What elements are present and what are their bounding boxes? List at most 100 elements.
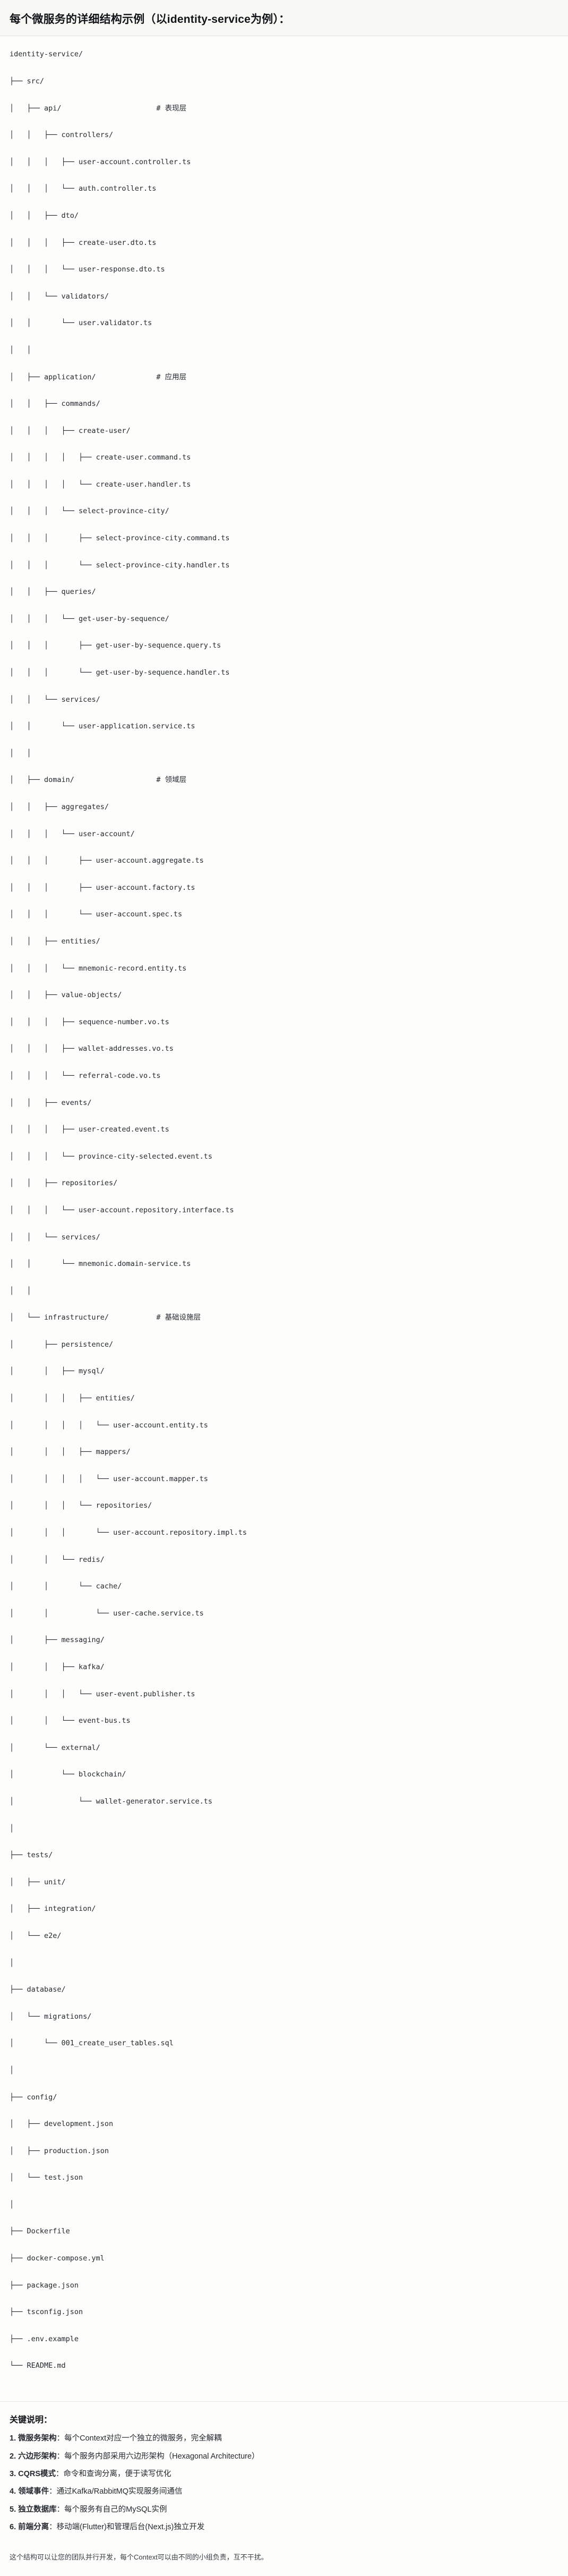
tree-file-name: test.json xyxy=(44,2173,83,2182)
tree-folder-name: mappers/ xyxy=(96,1448,131,1457)
tree-branch-glyph: │ │ ├── xyxy=(10,1663,79,1672)
tree-branch-glyph: ├── xyxy=(10,2281,27,2290)
tree-branch-glyph: │ │ │ └── xyxy=(10,1071,79,1080)
tree-branch-glyph: │ │ │ │ ├── xyxy=(10,453,96,462)
key-note-body: ：每个服务内部采用六边形架构（Hexagonal Architecture） xyxy=(56,2452,260,2461)
tree-line: │ │ ├── aggregates/ xyxy=(10,801,558,814)
tree-branch-glyph: │ └── xyxy=(10,2012,45,2021)
tree-branch-glyph: │ │ │ └── xyxy=(10,1689,96,1698)
key-note-term: 领域事件 xyxy=(18,2487,49,2496)
tree-file-name: README.md xyxy=(27,2361,66,2370)
tree-line: ├── package.json xyxy=(10,2279,558,2292)
tree-folder-name: create-user/ xyxy=(79,426,131,435)
tree-line: │ │ │ ├── wallet-addresses.vo.ts xyxy=(10,1042,558,1056)
tree-file-name: user-account.controller.ts xyxy=(79,157,191,166)
tree-file-name: create-user.command.ts xyxy=(96,453,191,462)
tree-layer-comment: # 应用层 xyxy=(156,372,187,381)
tree-folder-name: repositories/ xyxy=(96,1501,152,1510)
tree-folder-name: commands/ xyxy=(61,399,100,409)
tree-branch-glyph: ├── xyxy=(10,2254,27,2263)
tree-line: │ ├── production.json xyxy=(10,2145,558,2158)
key-note-item: 1. 微服务架构：每个Context对应一个独立的微服务，完全解耦 xyxy=(10,2433,558,2444)
tree-folder-name: value-objects/ xyxy=(61,991,122,1000)
tree-line: │ └── 001_create_user_tables.sql xyxy=(10,2037,558,2050)
tree-branch-glyph: │ ├── xyxy=(10,1877,45,1886)
tree-branch-glyph: │ │ │ └── xyxy=(10,668,96,677)
tree-folder-name: database/ xyxy=(27,1985,66,1994)
directory-tree-block: identity-service/ ├── src/ │ ├── api/ # … xyxy=(0,36,568,2392)
tree-line: └── README.md xyxy=(10,2359,558,2373)
tree-folder-name: mysql/ xyxy=(79,1367,105,1376)
tree-branch-glyph: │ │ └── xyxy=(10,695,62,704)
tree-file-name: create-user.dto.ts xyxy=(79,238,157,247)
tree-line: │ │ └── user-cache.service.ts xyxy=(10,1607,558,1620)
tree-folder-name: kafka/ xyxy=(79,1663,105,1672)
tree-file-name: 001_create_user_tables.sql xyxy=(61,2039,174,2048)
tree-line: │ │ │ └── user-account/ xyxy=(10,828,558,841)
key-note-term: 前端分离 xyxy=(18,2523,49,2532)
tree-file-name: province-city-selected.event.ts xyxy=(79,1152,213,1161)
tree-file-name: user-account.spec.ts xyxy=(96,910,183,919)
tree-folder-name: services/ xyxy=(61,1232,100,1242)
tree-line: │ │ │ ├── user-account.aggregate.ts xyxy=(10,854,558,868)
tree-line: ├── config/ xyxy=(10,2091,558,2104)
tree-branch-glyph: │ │ │ └── xyxy=(10,1152,79,1161)
tree-line: │ │ │ └── select-province-city/ xyxy=(10,505,558,518)
tree-file-name: tsconfig.json xyxy=(27,2308,83,2317)
tree-folder-name: get-user-by-sequence/ xyxy=(79,614,169,623)
tree-branch-glyph: │ │ │ ├── xyxy=(10,856,96,865)
tree-file-name: user-event.publisher.ts xyxy=(96,1689,195,1698)
tree-line: │ │ ├── kafka/ xyxy=(10,1661,558,1674)
tree-file-name: referral-code.vo.ts xyxy=(79,1071,161,1080)
tree-branch-glyph: │ │ │ ├── xyxy=(10,1448,96,1457)
tree-folder-name: entities/ xyxy=(96,1394,135,1403)
tree-file-name: Dockerfile xyxy=(27,2227,70,2236)
tree-file-name: user-account.repository.impl.ts xyxy=(113,1528,247,1537)
tree-file-name: user-cache.service.ts xyxy=(113,1609,204,1618)
tree-file-name: create-user.handler.ts xyxy=(96,480,191,489)
tree-line: │ └── migrations/ xyxy=(10,2010,558,2024)
tree-line: │ │ │ └── user-response.dto.ts xyxy=(10,263,558,276)
tree-line: ├── tsconfig.json xyxy=(10,2306,558,2319)
tree-branch-glyph: │ │ │ ├── xyxy=(10,426,79,435)
tree-branch-glyph: │ │ └── xyxy=(10,319,79,328)
tree-folder-name: src/ xyxy=(27,76,45,86)
tree-file-name: auth.controller.ts xyxy=(79,184,157,193)
tree-line: │ xyxy=(10,2198,558,2212)
tree-branch-glyph: │ │ │ ├── xyxy=(10,157,79,166)
tree-branch-glyph: │ └── xyxy=(10,1743,62,1752)
key-note-term: 微服务架构 xyxy=(18,2434,57,2443)
tree-file-name: docker-compose.yml xyxy=(27,2254,105,2263)
key-note-item: 6. 前端分离：移动端(Flutter)和管理后台(Next.js)独立开发 xyxy=(10,2521,558,2533)
tree-file-name: select-province-city.command.ts xyxy=(96,534,230,543)
tree-line: │ └── wallet-generator.service.ts xyxy=(10,1795,558,1808)
tree-branch-glyph: │ │ │ ├── xyxy=(10,883,96,892)
tree-folder-name: cache/ xyxy=(96,1582,122,1591)
tree-branch-glyph: │ │ ├── xyxy=(10,1098,62,1107)
tree-line: │ │ │ └── auth.controller.ts xyxy=(10,182,558,195)
tree-folder-name: repositories/ xyxy=(61,1179,118,1188)
tree-line: │ │ │ └── user-account.spec.ts xyxy=(10,908,558,921)
tree-file-name: user-account.factory.ts xyxy=(96,883,195,892)
tree-folder-name: external/ xyxy=(61,1743,100,1752)
tree-line: │ │ │ ├── create-user/ xyxy=(10,424,558,438)
tree-file-name: production.json xyxy=(44,2146,109,2155)
tree-layer-comment: # 基础设施层 xyxy=(156,1313,201,1322)
tree-branch-glyph: │ │ ├── xyxy=(10,803,62,812)
tree-line: │ ├── persistence/ xyxy=(10,1338,558,1351)
tree-branch-glyph: │ │ ├── xyxy=(10,588,62,597)
tree-branch-glyph: │ │ └── xyxy=(10,1232,62,1242)
tree-line: │ │ └── redis/ xyxy=(10,1553,558,1567)
tree-line: │ │ │ ├── user-created.event.ts xyxy=(10,1123,558,1136)
key-note-index: 1. xyxy=(10,2434,19,2443)
tree-folder-name: unit/ xyxy=(44,1877,66,1886)
tree-folder-name: controllers/ xyxy=(61,131,114,140)
tree-file-name: event-bus.ts xyxy=(79,1716,131,1725)
tree-branch-glyph: │ │ └── xyxy=(10,1609,114,1618)
tree-line: │ │ │ │ └── user-account.entity.ts xyxy=(10,1419,558,1432)
tree-branch-glyph: │ │ xyxy=(10,1286,31,1295)
tree-branch-glyph: │ │ │ │ └── xyxy=(10,480,96,489)
tree-folder-name: tests/ xyxy=(27,1851,53,1860)
tree-branch-glyph: │ │ │ ├── xyxy=(10,1394,96,1403)
tree-folder-name: config/ xyxy=(27,2093,57,2102)
